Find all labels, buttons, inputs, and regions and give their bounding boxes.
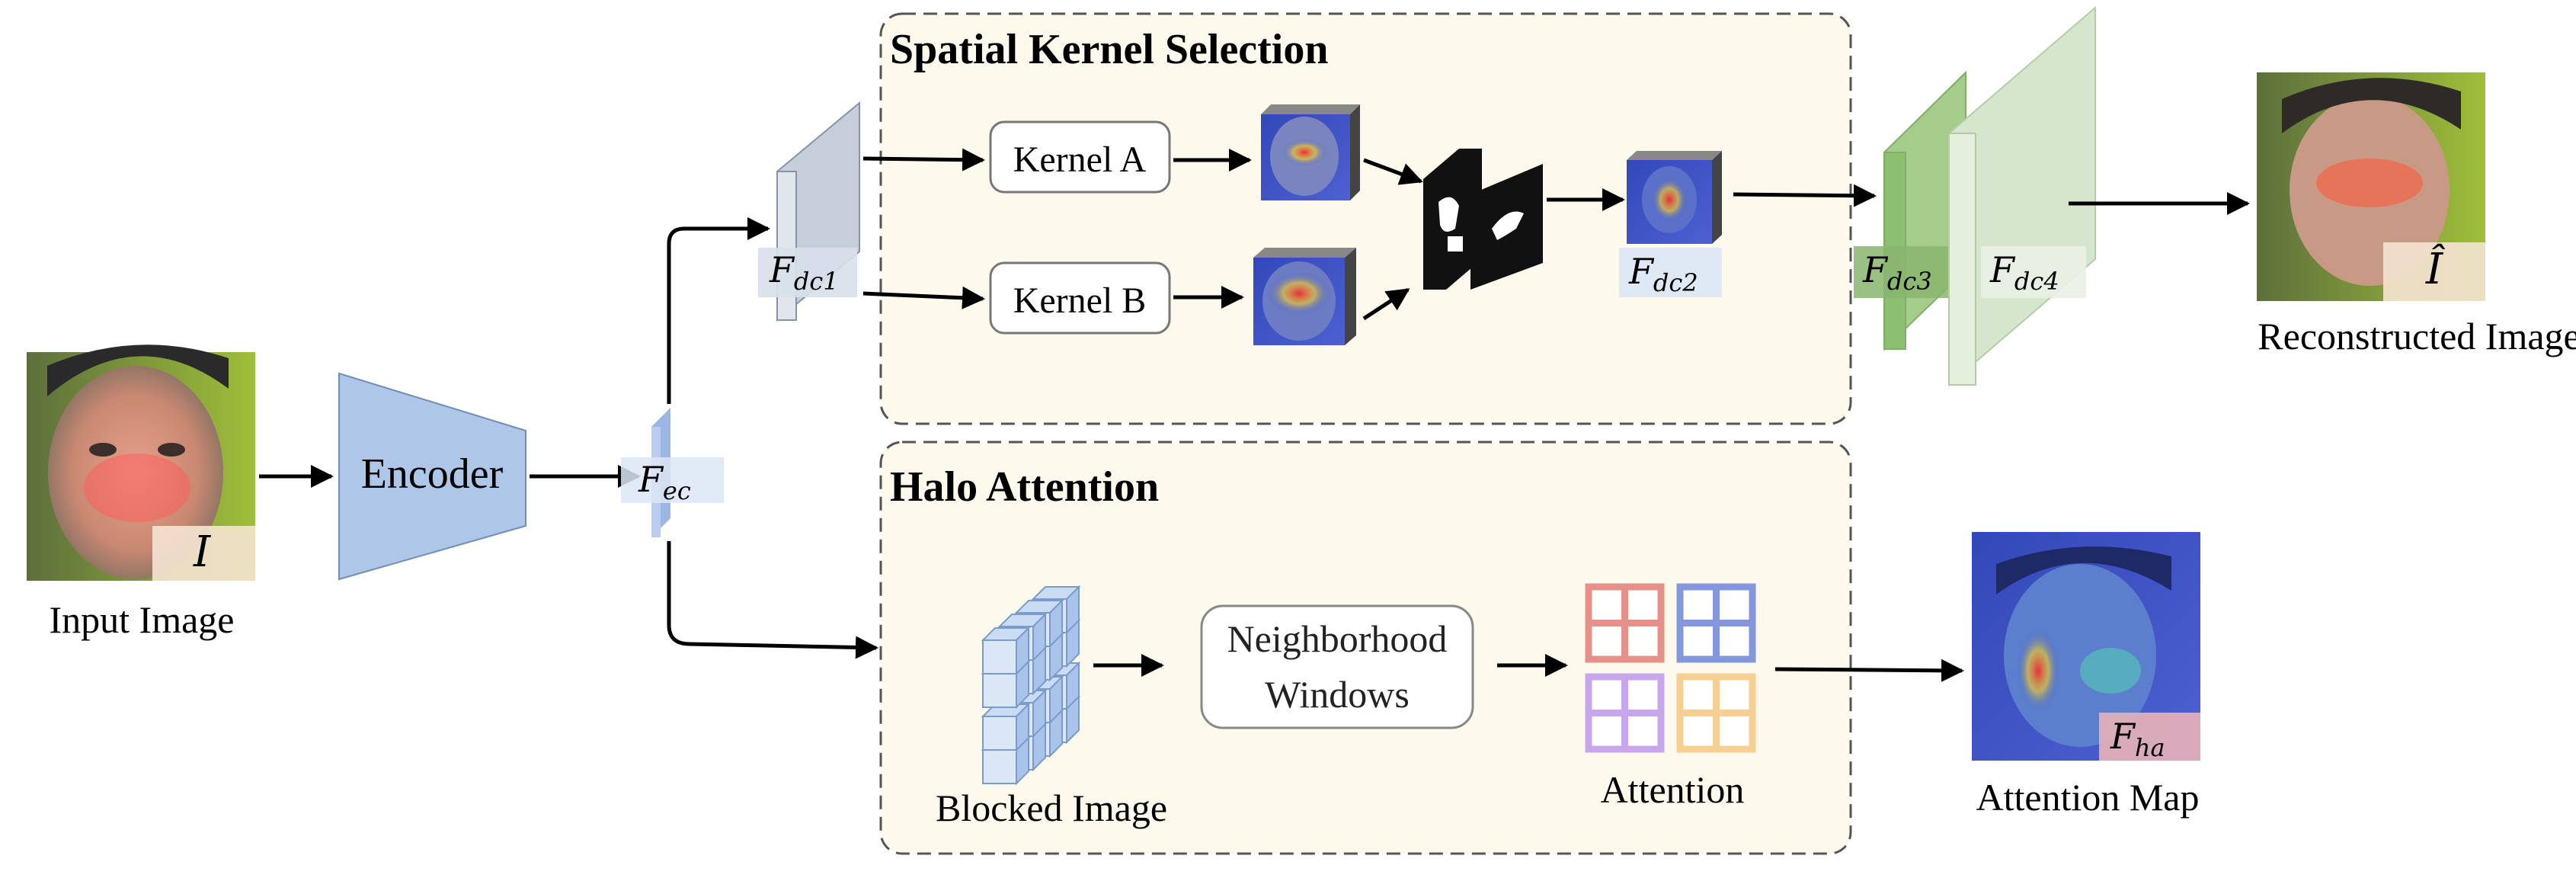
f-dc3-feature: Fdc3 xyxy=(1854,70,1966,351)
svg-text:Fha: Fha xyxy=(2110,716,2165,762)
attention-map-label: Attention Map xyxy=(1976,776,2199,819)
f-dc4-feature: Fdc4 xyxy=(1948,5,2096,387)
neighborhood-label-line2: Windows xyxy=(1265,673,1410,716)
attention-window xyxy=(1676,583,1756,663)
encoder-label: Encoder xyxy=(361,450,504,498)
svg-text:Fec: Fec xyxy=(638,459,691,505)
attention-label: Attention xyxy=(1601,768,1745,811)
neighborhood-windows-box xyxy=(1200,604,1474,729)
input-symbol: I xyxy=(193,527,212,577)
arrow-dc2-dc3 xyxy=(1733,184,1877,207)
kernel-a-heatmap xyxy=(1261,104,1360,200)
selection-masks xyxy=(1423,149,1543,290)
attention-window xyxy=(1676,673,1756,753)
f-dc2-feature: Fdc2 xyxy=(1619,151,1722,297)
recon-symbol: Î xyxy=(2425,243,2446,294)
spatial-kernel-title: Spatial Kernel Selection xyxy=(890,26,1329,73)
kernel-b-heatmap xyxy=(1253,248,1356,345)
kernel-a-label: Kernel A xyxy=(1013,139,1147,180)
input-image: I xyxy=(27,344,255,581)
kernel-a-box xyxy=(989,120,1171,194)
blocked-image-label: Blocked Image xyxy=(936,787,1167,829)
encoder-block xyxy=(338,372,526,581)
neighborhood-label-line1: Neighborhood xyxy=(1227,617,1448,660)
arrow-map-b-mask xyxy=(1362,287,1410,321)
kernel-b-box xyxy=(989,261,1171,335)
arrow-attention-map xyxy=(1774,658,1964,682)
f-dc1-feature: Fdc1 xyxy=(758,101,860,322)
halo-attention-title: Halo Attention xyxy=(890,463,1159,511)
attention-window xyxy=(1585,673,1665,753)
attention-grids xyxy=(1585,583,1756,753)
arrow-fec-dc1 xyxy=(667,217,770,404)
reconstructed-label: Reconstructed Image xyxy=(2258,315,2576,357)
svg-text:Fdc2: Fdc2 xyxy=(1628,251,1698,297)
arrow-dc1-kernel-a xyxy=(862,148,985,171)
f-ec-feature: Fec xyxy=(621,408,724,537)
kernel-b-label: Kernel B xyxy=(1013,280,1147,321)
arrow-map-a-mask xyxy=(1363,158,1423,185)
attention-window xyxy=(1585,583,1665,663)
block-cube xyxy=(981,626,1031,676)
block-cube xyxy=(981,702,1031,752)
arrow-dc1-kernel-b xyxy=(862,286,985,309)
attention-map-image: Fha xyxy=(1972,532,2200,762)
input-image-label: Input Image xyxy=(50,598,235,641)
reconstructed-image: Î xyxy=(2257,72,2485,301)
svg-text:Fdc1: Fdc1 xyxy=(769,249,839,296)
arrow-fec-halo xyxy=(667,541,878,659)
svg-text:Fdc4: Fdc4 xyxy=(1989,249,2059,296)
blocked-image xyxy=(981,585,1081,786)
svg-text:Fdc3: Fdc3 xyxy=(1862,249,1932,296)
